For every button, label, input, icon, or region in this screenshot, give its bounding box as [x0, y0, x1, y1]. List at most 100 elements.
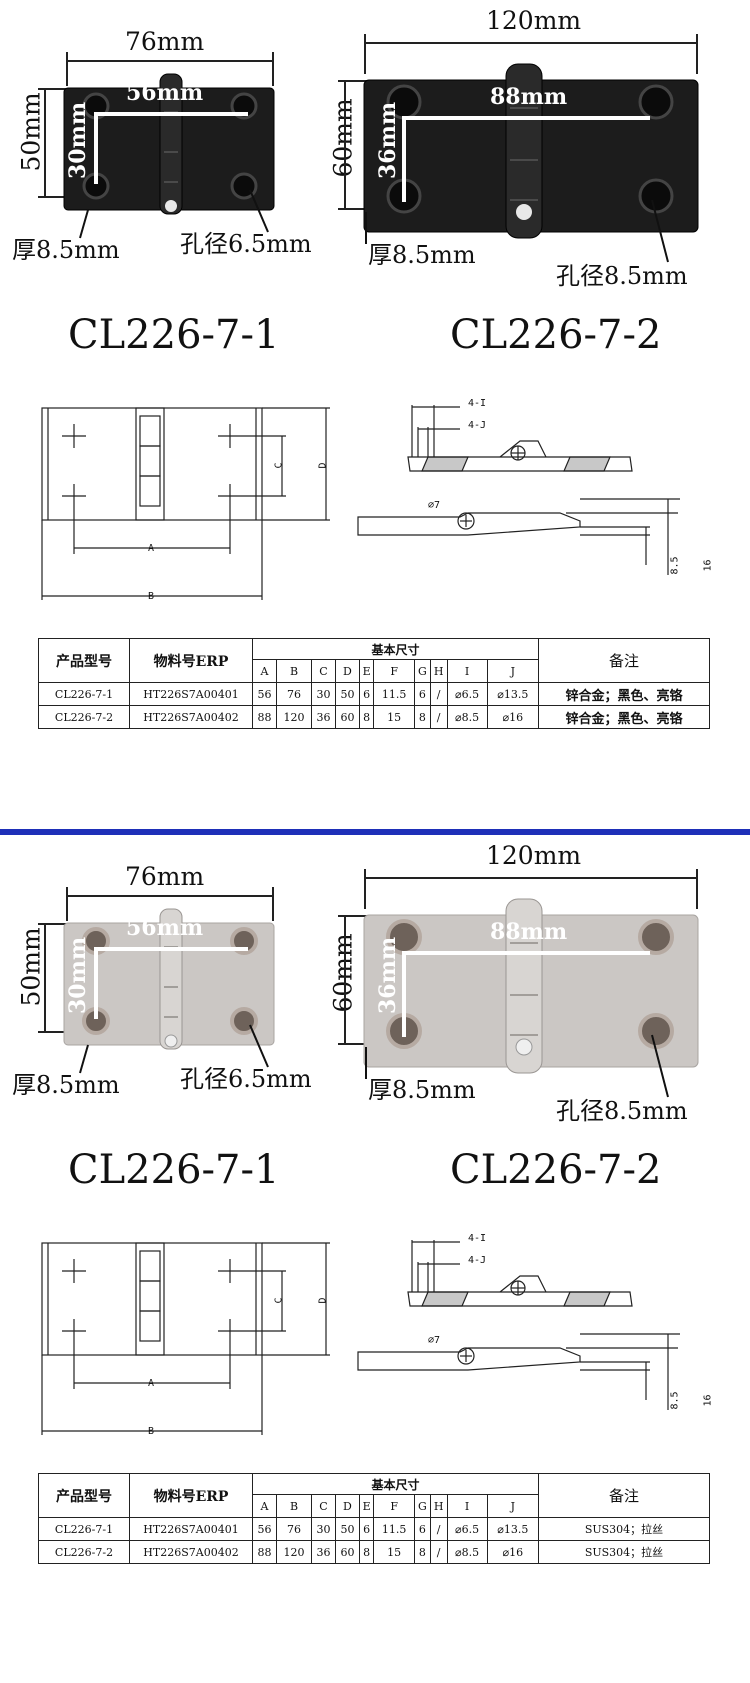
cell-model: CL226-7-2	[38, 1540, 130, 1564]
dim-letter-e: E	[358, 1494, 375, 1518]
cell-dim-h: /	[429, 705, 448, 729]
cell-dim-h: /	[429, 1540, 448, 1564]
drawing-label-c: C	[273, 462, 285, 469]
cell-dim-h: /	[429, 682, 448, 706]
cell-dim-f: 15	[373, 705, 416, 729]
cell-dim-e: 6	[358, 682, 375, 706]
cell-note: 锌合金；黑色、亮铬	[538, 682, 710, 706]
cell-dim-g: 6	[414, 1517, 431, 1541]
cell-dim-e: 8	[358, 705, 375, 729]
cell-dim-j: ⌀16	[486, 1540, 540, 1564]
col-header-note: 备注	[538, 1473, 710, 1518]
product-photo-large: 120mm 60mm 88mm 36mm 厚8.5mm 孔径8.5mm	[329, 0, 750, 300]
cell-dim-c: 36	[311, 1540, 336, 1564]
dim-letter-b: B	[275, 659, 313, 683]
hinge-photo-cl226-7-1	[63, 73, 275, 215]
col-header-dims: 基本尺寸	[252, 638, 539, 660]
cell-dim-f: 11.5	[373, 682, 416, 706]
model-label-large: CL226-7-2	[450, 1147, 662, 1193]
cell-dim-c: 30	[311, 682, 336, 706]
cell-dim-b: 76	[275, 682, 313, 706]
product-photo-small: 76mm 50mm 56mm 30mm 厚8.5mm 孔径6.5mm	[0, 0, 340, 300]
drawing-side-view	[357, 405, 680, 575]
drawing-label-16: 16	[702, 559, 714, 572]
dim-width-small: 76mm	[125, 862, 205, 891]
dim-hole-spacing-h-large: 88mm	[490, 919, 568, 945]
cell-dim-i: ⌀6.5	[446, 682, 488, 706]
col-header-erp: 物料号ERP	[129, 1473, 253, 1518]
drawing-front-view	[41, 1242, 330, 1435]
cell-dim-a: 88	[252, 705, 277, 729]
drawing-label-a: A	[148, 543, 155, 554]
cell-erp: HT226S7A00401	[129, 1517, 253, 1541]
cell-note: 锌合金；黑色、亮铬	[538, 705, 710, 729]
drawing-label-4i: 4-I	[468, 1233, 487, 1244]
drawing-label-b: B	[148, 1426, 155, 1437]
product-photo-small: 76mm 50mm 56mm 30mm 厚8.5mm 孔径6.5mm	[0, 835, 340, 1135]
cell-note: SUS304；拉丝	[538, 1517, 710, 1541]
dim-letter-e: E	[358, 659, 375, 683]
cell-dim-c: 36	[311, 705, 336, 729]
dim-letter-i: I	[446, 1494, 488, 1518]
cell-dim-j: ⌀13.5	[486, 1517, 540, 1541]
dim-hole-spacing-h-large: 88mm	[490, 84, 568, 110]
cell-erp: HT226S7A00402	[129, 1540, 253, 1564]
drawing-label-d: D	[317, 1297, 329, 1304]
cell-dim-g: 6	[414, 682, 431, 706]
dim-letter-f: F	[373, 1494, 416, 1518]
thickness-label-small: 厚8.5mm	[12, 1071, 120, 1099]
col-header-note: 备注	[538, 638, 710, 683]
section-divider	[0, 829, 750, 835]
cell-erp: HT226S7A00401	[129, 682, 253, 706]
cell-dim-b: 76	[275, 1517, 313, 1541]
dim-letter-c: C	[311, 1494, 336, 1518]
cell-dim-i: ⌀8.5	[446, 705, 488, 729]
drawing-label-d: D	[317, 462, 329, 469]
cell-erp: HT226S7A00402	[129, 705, 253, 729]
product-photo-large: 120mm 60mm 88mm 36mm 厚8.5mm 孔径8.5mm	[329, 835, 750, 1135]
cell-dim-e: 8	[358, 1540, 375, 1564]
cell-dim-e: 6	[358, 1517, 375, 1541]
drawing-label-c: C	[273, 1297, 285, 1304]
cell-dim-d: 60	[334, 1540, 360, 1564]
cell-dim-j: ⌀13.5	[486, 682, 540, 706]
dim-letter-c: C	[311, 659, 336, 683]
cell-dim-c: 30	[311, 1517, 336, 1541]
dim-letter-b: B	[275, 1494, 313, 1518]
drawing-label-4i: 4-I	[468, 398, 487, 409]
col-header-erp: 物料号ERP	[129, 638, 253, 683]
cell-dim-i: ⌀6.5	[446, 1517, 488, 1541]
cell-note: SUS304；拉丝	[538, 1540, 710, 1564]
thickness-label-large: 厚8.5mm	[368, 241, 476, 269]
dim-letter-g: G	[414, 1494, 431, 1518]
drawing-label-4j: 4-J	[468, 1255, 487, 1266]
col-header-model: 产品型号	[38, 638, 130, 683]
section-black-finish: 76mm 50mm 56mm 30mm 厚8.5mm 孔径6.5mm CL226…	[0, 0, 750, 829]
col-header-dims: 基本尺寸	[252, 1473, 539, 1495]
cell-dim-d: 60	[334, 705, 360, 729]
drawing-label-phi7: ⌀7	[428, 1335, 441, 1346]
drawing-label-4j: 4-J	[468, 420, 487, 431]
cell-dim-a: 88	[252, 1540, 277, 1564]
hole-diameter-label-large: 孔径8.5mm	[556, 262, 688, 290]
dim-letter-h: H	[429, 1494, 448, 1518]
model-label-small: CL226-7-1	[68, 1147, 280, 1193]
section-steel-finish: 76mm 50mm 56mm 30mm 厚8.5mm 孔径6.5mm CL226…	[0, 835, 750, 1683]
drawing-front-view	[41, 407, 330, 600]
drawing-side-view	[357, 1240, 680, 1410]
dim-letter-i: I	[446, 659, 488, 683]
thickness-label-small: 厚8.5mm	[12, 236, 120, 264]
dim-letter-a: A	[252, 659, 277, 683]
cell-dim-a: 56	[252, 1517, 277, 1541]
cell-dim-b: 120	[275, 1540, 313, 1564]
cell-model: CL226-7-1	[38, 1517, 130, 1541]
dim-letter-j: J	[486, 1494, 540, 1518]
drawing-label-b: B	[148, 591, 155, 602]
drawing-label-16: 16	[702, 1394, 714, 1407]
dim-letter-f: F	[373, 659, 416, 683]
thickness-label-large: 厚8.5mm	[368, 1076, 476, 1104]
